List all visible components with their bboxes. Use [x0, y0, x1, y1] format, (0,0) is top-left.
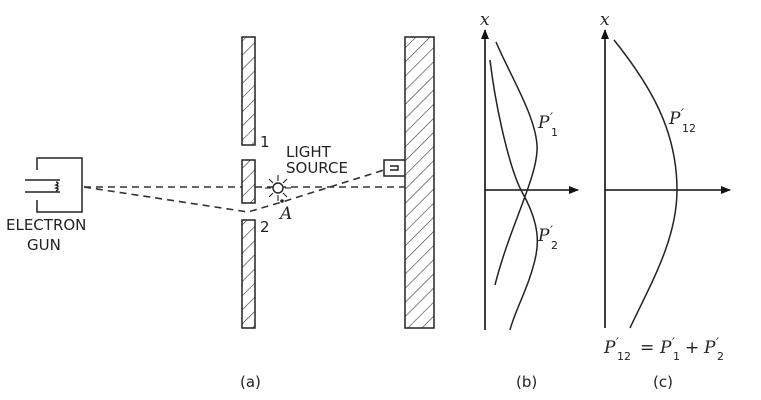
panel-a: ELECTRON GUN 1 2: [6, 36, 435, 391]
caption-a: (a): [240, 373, 261, 391]
curve-p1: [494, 41, 538, 286]
equation: P ′ 12 = P ′ 1 + P ′ 2: [603, 336, 724, 363]
svg-text:P: P: [537, 113, 550, 133]
svg-text:P: P: [603, 338, 616, 358]
svg-text:=: =: [640, 338, 654, 358]
electron-gun-icon: [25, 157, 83, 213]
b-axis-label: x: [480, 10, 490, 30]
curve-p12: [613, 39, 678, 329]
label-p2: P ′ 2: [537, 224, 558, 252]
svg-text:′: ′: [716, 336, 719, 351]
svg-text:′: ′: [550, 224, 553, 239]
electron-gun-label-1: ELECTRON: [6, 216, 86, 234]
electron-gun-label-2: GUN: [27, 236, 61, 254]
svg-text:2: 2: [717, 350, 724, 363]
light-source-icon: [265, 175, 291, 201]
svg-text:′: ′: [681, 107, 684, 122]
svg-text:P: P: [659, 338, 672, 358]
point-a-marker: [280, 199, 284, 203]
slit-wall: [241, 36, 256, 329]
curve-p2: [489, 59, 539, 331]
caption-b: (b): [516, 373, 537, 391]
slit-1-label: 1: [260, 133, 270, 151]
c-axis-label: x: [600, 10, 610, 30]
backstop-wall: [404, 36, 435, 329]
svg-text:1: 1: [673, 350, 680, 363]
label-p12: P ′ 12: [668, 107, 696, 135]
svg-text:+: +: [685, 338, 699, 358]
svg-text:′: ′: [616, 336, 619, 351]
svg-text:1: 1: [551, 126, 558, 139]
slit-2-label: 2: [260, 218, 270, 236]
light-source-label-2: SOURCE: [286, 159, 348, 177]
panel-b: x P ′ 1 P ′ 2 (b): [480, 10, 579, 391]
svg-text:12: 12: [617, 350, 631, 363]
svg-text:′: ′: [672, 336, 675, 351]
svg-text:P: P: [703, 338, 716, 358]
label-p1: P ′ 1: [537, 111, 558, 139]
svg-text:P: P: [668, 109, 681, 129]
detector-icon: [383, 159, 405, 177]
svg-text:12: 12: [682, 122, 696, 135]
point-a-label: A: [278, 204, 292, 224]
svg-text:2: 2: [551, 239, 558, 252]
caption-c: (c): [653, 373, 673, 391]
svg-text:P: P: [537, 226, 550, 246]
svg-text:′: ′: [550, 111, 553, 126]
path-through-slit-2: [83, 169, 385, 213]
light-source-label-1: LIGHT: [286, 143, 332, 161]
panel-c: x P ′ 12 P ′ 12 = P ′ 1 + P ′ 2 (c): [600, 10, 731, 391]
